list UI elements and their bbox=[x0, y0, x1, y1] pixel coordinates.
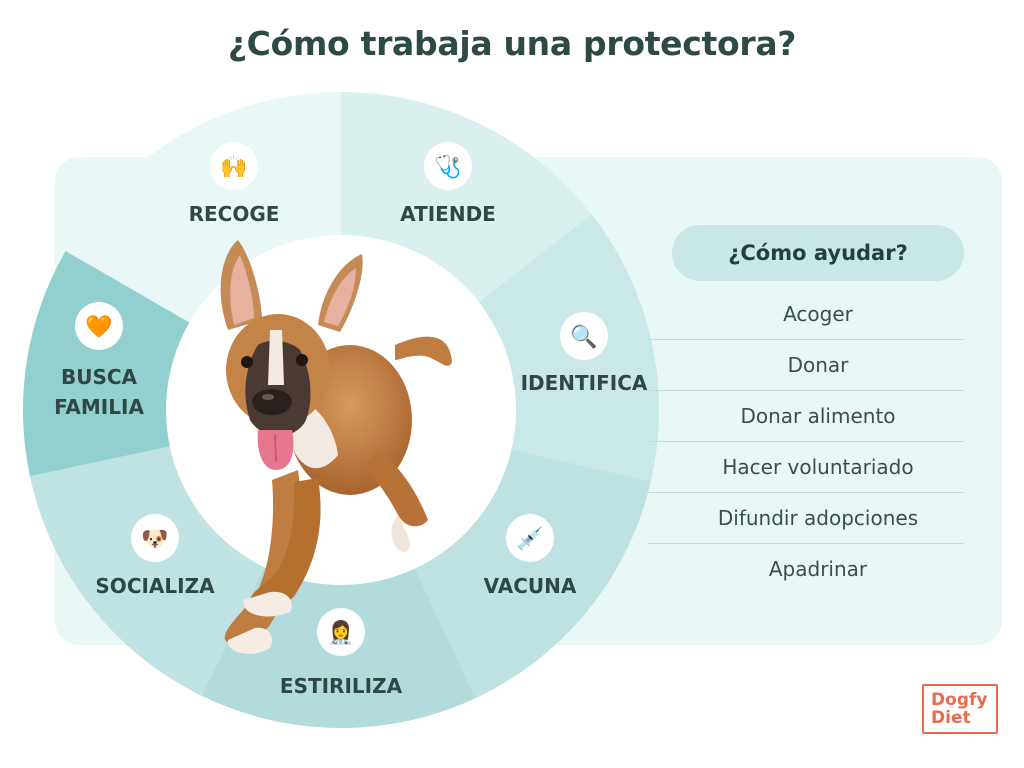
step-label-identifica: IDENTIFICA bbox=[521, 371, 648, 395]
dog-face-icon: 🐶 bbox=[141, 527, 168, 552]
help-item: Donar bbox=[648, 340, 964, 391]
raised-hands-icon-badge bbox=[210, 142, 258, 190]
help-item: Difundir adopciones bbox=[648, 493, 964, 544]
help-item: Donar alimento bbox=[648, 391, 964, 442]
step-label-estiriliza: ESTIRILIZA bbox=[280, 674, 403, 698]
syringe-icon-badge bbox=[506, 514, 554, 562]
health-worker-icon: 👩‍⚕️ bbox=[327, 620, 354, 646]
step-label-vacuna: VACUNA bbox=[484, 574, 577, 598]
page-title: ¿Cómo trabaja una protectora? bbox=[227, 24, 797, 63]
stethoscope-icon-badge bbox=[424, 142, 472, 190]
help-item: Acoger bbox=[648, 289, 964, 340]
step-label-socializa: SOCIALIZA bbox=[95, 574, 215, 598]
dogfy-diet-logo: Dogfy Diet bbox=[922, 684, 998, 734]
help-item: Hacer voluntariado bbox=[648, 442, 964, 493]
health-worker-icon-badge bbox=[317, 608, 365, 656]
puppy-image bbox=[220, 240, 452, 654]
magnifier-icon-badge bbox=[560, 312, 608, 360]
help-item: Apadrinar bbox=[768, 557, 868, 581]
step-label-recoge: RECOGE bbox=[189, 202, 280, 226]
magnifier-icon: 🔍 bbox=[570, 322, 597, 350]
step-label-atiende: ATIENDE bbox=[400, 202, 496, 226]
orange-heart-icon: 🧡 bbox=[85, 314, 113, 340]
syringe-icon: 💉 bbox=[516, 526, 543, 552]
orange-heart-icon-badge bbox=[75, 302, 123, 350]
stethoscope-icon: 🩺 bbox=[434, 154, 461, 180]
raised-hands-icon: 🙌 bbox=[220, 154, 247, 180]
dog-face-icon-badge bbox=[131, 514, 179, 562]
help-heading: ¿Cómo ayudar? bbox=[672, 225, 964, 281]
